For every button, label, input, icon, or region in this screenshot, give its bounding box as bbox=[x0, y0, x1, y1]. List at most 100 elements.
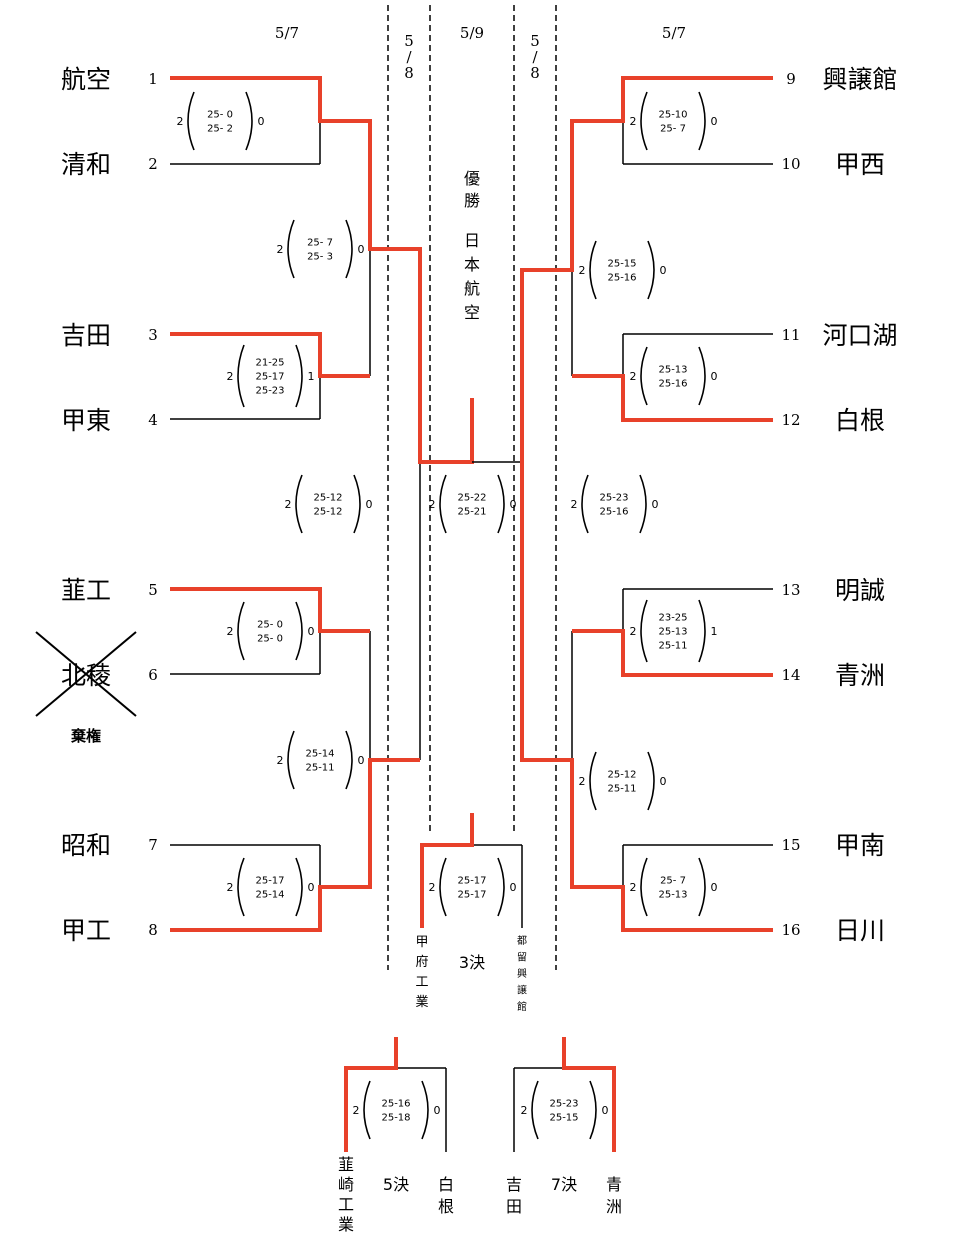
set-score: 25-13 bbox=[658, 627, 687, 638]
left-bracket-icon bbox=[237, 601, 245, 661]
date-semi-left: 5 / 8 bbox=[404, 32, 414, 82]
sets-won-left: 2 bbox=[630, 115, 637, 128]
team-name: 北稜 bbox=[61, 661, 111, 690]
set-score: 25-12 bbox=[607, 770, 636, 781]
set-score: 25-15 bbox=[607, 259, 636, 270]
set-score: 25-18 bbox=[381, 1113, 410, 1124]
right-bracket-icon bbox=[698, 346, 706, 406]
right-bracket-icon bbox=[589, 1080, 597, 1140]
sets-won-right: 0 bbox=[660, 264, 667, 277]
set-score: 23-25 bbox=[658, 613, 687, 624]
sets-won-left: 2 bbox=[630, 881, 637, 894]
champion-team: 日 本 航 空 bbox=[464, 231, 480, 322]
label-char: 業 bbox=[415, 994, 428, 1010]
label-char: 興 bbox=[517, 968, 527, 980]
team-name: 甲東 bbox=[61, 406, 111, 435]
set-score: 25-11 bbox=[658, 641, 687, 652]
seed-number: 7 bbox=[148, 836, 158, 854]
team-name: 青洲 bbox=[835, 661, 885, 690]
left-bracket-icon bbox=[237, 344, 245, 408]
team-name: 白根 bbox=[835, 406, 885, 435]
right-bracket-icon bbox=[295, 601, 303, 661]
seed-number: 6 bbox=[148, 666, 158, 684]
sets-won-left: 2 bbox=[429, 881, 436, 894]
left-bracket-icon bbox=[531, 1080, 539, 1140]
right-bracket-icon bbox=[647, 751, 655, 811]
sets-won-right: 0 bbox=[711, 115, 718, 128]
svg-text:5: 5 bbox=[530, 32, 540, 50]
svg-text:8: 8 bbox=[404, 64, 414, 82]
sets-won-right: 0 bbox=[258, 115, 265, 128]
set-score: 25-11 bbox=[607, 784, 636, 795]
right-bracket-icon bbox=[295, 344, 303, 408]
team-name: 明誠 bbox=[835, 576, 885, 605]
set-score: 25-13 bbox=[658, 890, 687, 901]
right-bracket-icon bbox=[295, 857, 303, 917]
left-bracket-icon bbox=[589, 751, 597, 811]
seed-number: 4 bbox=[148, 411, 158, 429]
team-name: 興譲館 bbox=[822, 65, 897, 94]
set-score: 25-23 bbox=[255, 386, 284, 397]
right-bracket-icon bbox=[345, 219, 353, 279]
left-bracket-icon bbox=[287, 730, 295, 790]
set-score: 25-17 bbox=[255, 876, 284, 887]
winner-path-left bbox=[170, 76, 474, 932]
seed-number: 12 bbox=[781, 411, 800, 429]
set-score: 25-23 bbox=[599, 493, 628, 504]
sets-won-right: 0 bbox=[602, 1104, 609, 1117]
champion-char: 勝 bbox=[464, 191, 480, 210]
label-char: 洲 bbox=[606, 1197, 622, 1216]
fifth-place-bracket bbox=[344, 1037, 447, 1152]
third-place-label: 3決 bbox=[459, 953, 485, 972]
set-score: 25-16 bbox=[607, 273, 636, 284]
set-score: 25-16 bbox=[658, 379, 687, 390]
champion-char: 航 bbox=[464, 279, 480, 298]
sets-won-left: 2 bbox=[630, 370, 637, 383]
set-score: 25-14 bbox=[255, 890, 284, 901]
champion-char: 空 bbox=[464, 303, 480, 322]
seventh-place-team-right: 青洲 bbox=[606, 1175, 622, 1216]
team-name: 昭和 bbox=[61, 831, 111, 860]
sets-won-right: 0 bbox=[711, 370, 718, 383]
label-char: 白 bbox=[438, 1175, 454, 1194]
seed-number: 5 bbox=[148, 581, 158, 599]
set-score: 25- 3 bbox=[307, 252, 333, 263]
team-name: 河口湖 bbox=[822, 321, 897, 350]
seventh-place-label: 7決 bbox=[551, 1175, 577, 1194]
sets-won-left: 2 bbox=[227, 881, 234, 894]
date-semi-right: 5 / 8 bbox=[530, 32, 540, 82]
sets-won-left: 2 bbox=[277, 243, 284, 256]
set-score: 25-12 bbox=[313, 493, 342, 504]
sets-won-left: 2 bbox=[227, 625, 234, 638]
svg-text:/: / bbox=[532, 48, 538, 66]
seed-number: 3 bbox=[148, 326, 158, 344]
label-char: 府 bbox=[415, 955, 428, 970]
sets-won-left: 2 bbox=[571, 498, 578, 511]
sets-won-right: 1 bbox=[711, 625, 718, 638]
svg-text:/: / bbox=[406, 48, 412, 66]
set-score: 25-15 bbox=[549, 1113, 578, 1124]
left-bracket-icon bbox=[640, 599, 648, 663]
team-name: 甲工 bbox=[61, 916, 111, 945]
set-score: 21-25 bbox=[255, 358, 284, 369]
seed-number: 1 bbox=[148, 70, 158, 88]
sets-won-left: 2 bbox=[177, 115, 184, 128]
seed-number: 13 bbox=[781, 581, 800, 599]
sets-won-left: 2 bbox=[353, 1104, 360, 1117]
champion-label: 優 勝 bbox=[464, 169, 480, 210]
set-score: 25- 0 bbox=[257, 634, 283, 645]
right-bracket-icon bbox=[639, 474, 647, 534]
champion-char: 本 bbox=[464, 255, 480, 274]
left-bracket-icon bbox=[295, 474, 303, 534]
sets-won-right: 0 bbox=[366, 498, 373, 511]
left-bracket-icon bbox=[640, 857, 648, 917]
sets-won-right: 0 bbox=[711, 881, 718, 894]
